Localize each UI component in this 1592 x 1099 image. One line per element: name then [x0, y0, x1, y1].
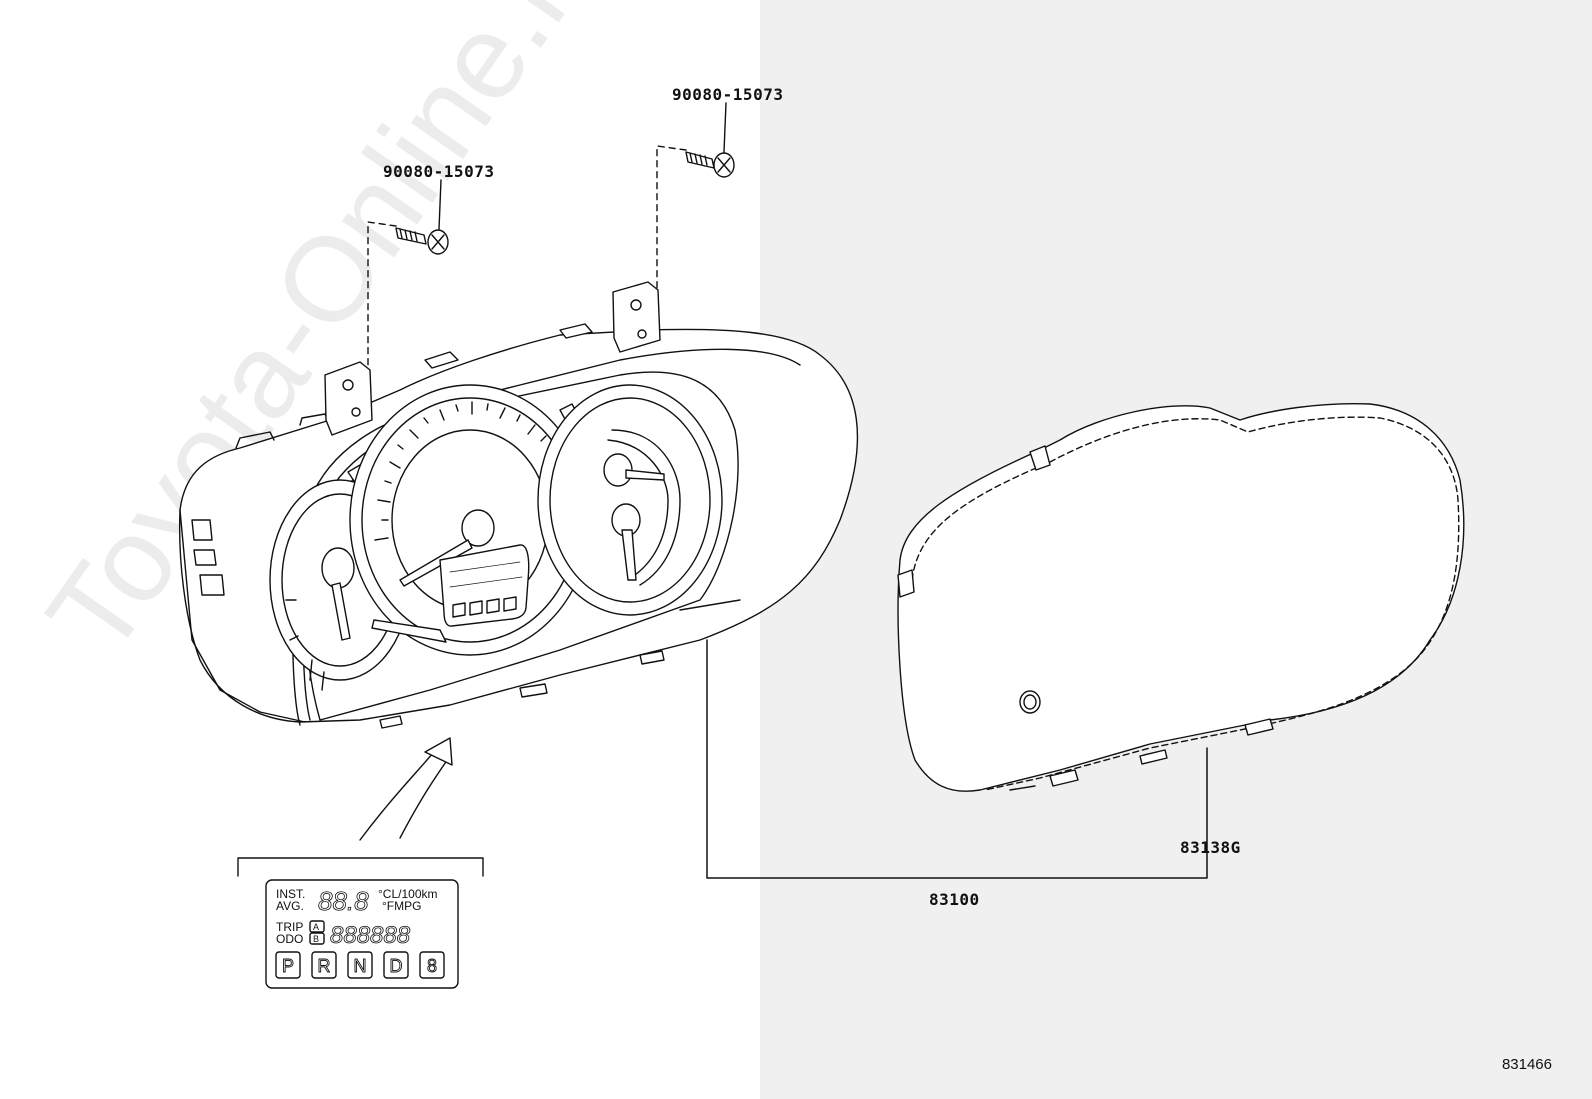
label-glass: 83138G	[1180, 838, 1241, 857]
lcd-small-digits: 88.8	[318, 886, 369, 916]
lcd-trip-a: A	[313, 922, 319, 932]
combination-meter	[178, 281, 859, 729]
detail-arrow	[359, 737, 453, 841]
lcd-avg-label: AVG.	[276, 899, 304, 913]
lcd-unit-mpg: °FMPG	[382, 899, 421, 913]
label-screw-left: 90080-15073	[383, 162, 495, 181]
gear-label-N: N	[354, 956, 367, 976]
gear-label-8: 8	[427, 956, 437, 976]
lcd-trip-b: B	[313, 934, 319, 944]
lcd-odometer-digits: 888888	[330, 922, 411, 949]
gear-label-R: R	[318, 956, 331, 976]
gear-label-P: P	[282, 956, 294, 976]
lcd-odo-label: ODO	[276, 932, 303, 946]
label-screw-upper: 90080-15073	[672, 85, 784, 104]
gear-box-P	[275, 951, 301, 979]
screw-upper	[685, 102, 735, 178]
gear-box-N	[347, 951, 373, 979]
lcd-inst-label: INST.	[276, 887, 305, 901]
leader-lines	[706, 639, 1208, 879]
gear-box-D	[383, 951, 409, 979]
diagram-reference-number: 831466	[1501, 1056, 1552, 1073]
lcd-trip-label: TRIP	[276, 920, 303, 934]
gear-box-R	[311, 951, 337, 979]
label-meter-assembly: 83100	[929, 890, 980, 909]
meter-glass	[897, 403, 1465, 792]
gear-label-D: D	[390, 956, 403, 976]
lcd-detail: INST. AVG. 88.8 °CL/100km °FMPG TRIP ODO…	[237, 857, 484, 989]
screw-left	[395, 179, 449, 255]
lcd-unit-l: °CL/100km	[378, 887, 438, 901]
gear-box-8	[419, 951, 445, 979]
fuel-temp-gauge	[537, 384, 723, 616]
screw-dashed-leaders	[367, 145, 687, 377]
